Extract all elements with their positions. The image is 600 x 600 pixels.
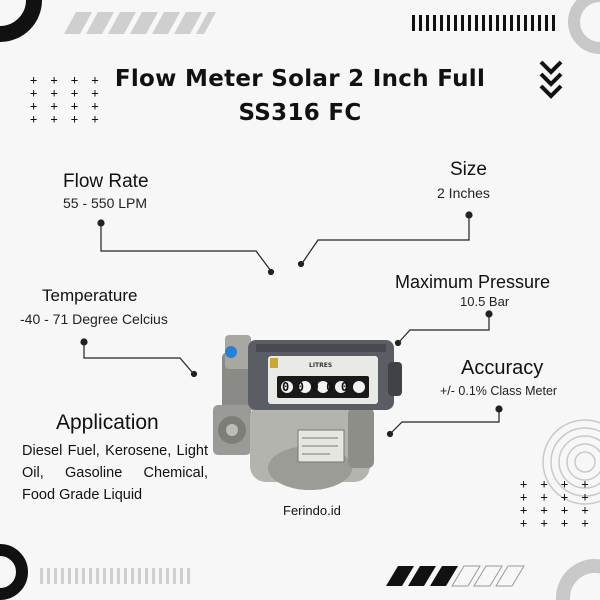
blue-fitting-icon bbox=[225, 346, 237, 358]
size-label: Size bbox=[450, 159, 487, 180]
meter-digits: 00000 bbox=[282, 380, 356, 394]
barcode-top-right bbox=[412, 15, 555, 31]
page-title: Flow Meter Solar 2 Inch Full SS316 FC bbox=[114, 66, 486, 126]
max-pressure-value: 10.5 Bar bbox=[460, 294, 510, 309]
flow-rate-label: Flow Rate bbox=[63, 171, 149, 192]
flow-meter-image bbox=[213, 335, 402, 490]
stripes-bottom-right bbox=[386, 565, 525, 587]
flow-rate-value: 55 - 550 LPM bbox=[63, 195, 148, 211]
plus-grid-icon-bottom: + + + + + + + + + + + + + + + + bbox=[520, 477, 592, 530]
accuracy-value: +/- 0.1% Class Meter bbox=[440, 384, 558, 398]
temperature-label: Temperature bbox=[42, 286, 138, 305]
barcode-bottom bbox=[40, 568, 190, 584]
application-description: Diesel Fuel, Kerosene, Light Oil, Gasoli… bbox=[22, 443, 208, 503]
corner-ring-top-right bbox=[568, 0, 600, 54]
application-title: Application bbox=[56, 411, 159, 434]
accuracy-label: Accuracy bbox=[461, 357, 544, 379]
corner-ring-bottom-right bbox=[556, 559, 600, 600]
size-value: 2 Inches bbox=[437, 185, 490, 201]
callout-lines bbox=[80, 211, 503, 438]
concentric-circles-icon bbox=[542, 419, 600, 505]
meter-unit-label: LITRES bbox=[309, 362, 333, 369]
plus-grid-icon: + + + + + + + + + + + + + + + + bbox=[30, 73, 102, 126]
corner-ring-bottom-left bbox=[0, 544, 28, 600]
brand-label: Ferindo.id bbox=[283, 503, 341, 518]
corner-ring-top-left bbox=[0, 0, 42, 42]
chevron-down-icon bbox=[539, 60, 563, 99]
max-pressure-label: Maximum Pressure bbox=[395, 272, 551, 292]
temperature-value: -40 - 71 Degree Celcius bbox=[20, 311, 168, 327]
stripes-icon bbox=[64, 12, 216, 34]
